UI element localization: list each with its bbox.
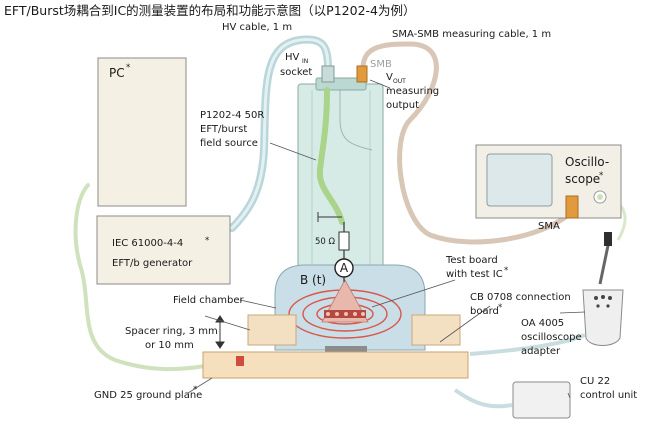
v-out-sub: OUT — [393, 78, 406, 85]
hv-in-sub: IN — [302, 58, 308, 65]
pc-box — [97, 57, 187, 207]
spacer-ring-left — [247, 314, 297, 346]
oscilloscope-label-line1: Oscillo- — [565, 155, 609, 169]
field-chamber-label: Field chamber — [173, 295, 244, 306]
test-board-label-line1: Test board — [445, 255, 498, 266]
resistor-symbol — [338, 231, 350, 251]
adapter-probe — [598, 232, 612, 285]
v-out-label-line2: measuring — [386, 86, 439, 97]
ammeter-label: A — [340, 261, 349, 275]
control-unit-label-line2: control unit — [580, 390, 637, 401]
field-label: B (t) — [300, 273, 326, 287]
sma-connector — [565, 195, 579, 219]
oscilloscope-mark: * — [599, 171, 603, 181]
sma-smb-cable — [360, 41, 575, 245]
adapter-label-line2: oscilloscope — [521, 332, 582, 343]
connection-board-mark: * — [498, 303, 502, 313]
source-label-line3: field source — [200, 138, 258, 149]
pc-mark: * — [126, 63, 130, 73]
ground-symbol — [317, 212, 342, 222]
diagram-title: EFT/Burst场耦合到IC的测量装置的布局和功能示意图（以P1202-4为例… — [4, 3, 416, 18]
control-unit-cable — [453, 388, 513, 409]
adapter-label-line1: OA 4005 — [521, 318, 564, 329]
source-label-line1: P1202-4 50R — [200, 110, 264, 121]
pc-label: PC — [109, 66, 125, 80]
v-out-label-line3: output — [386, 100, 419, 111]
ground-plane-label: GND 25 ground plane — [94, 390, 202, 401]
generator-label-line1: IEC 61000-4-4 — [112, 238, 183, 249]
spacer-ring-right — [411, 314, 461, 346]
ground-plane — [202, 351, 469, 379]
ground-plane-mark: * — [193, 385, 197, 395]
field-source — [297, 77, 384, 275]
oscilloscope-screen — [486, 153, 553, 207]
spacer-dimension-arrow — [215, 315, 225, 349]
spacer-label-line2: or 10 mm — [145, 340, 194, 351]
generator-label-line2: EFT/b generator — [112, 258, 193, 269]
source-label-line2: EFT/burst — [200, 124, 247, 135]
spacer-label-line1: Spacer ring, 3 mm — [125, 326, 218, 337]
sma-smb-cable-label: SMA-SMB measuring cable, 1 m — [392, 29, 551, 40]
leader-lines — [187, 79, 586, 399]
sma-label: SMA — [538, 221, 560, 232]
resistor-label: 50 Ω — [315, 237, 336, 247]
hv-cable-label: HV cable, 1 m — [222, 22, 292, 33]
generator-mark: * — [205, 236, 209, 246]
generator-box — [96, 215, 231, 285]
pc-cable — [73, 183, 207, 372]
connection-board-label-line2: board — [470, 306, 499, 317]
adapter-label-line3: adapter — [521, 346, 561, 357]
hv-in-socket — [321, 65, 335, 83]
test-board-mark: * — [504, 266, 508, 276]
ammeter-symbol — [334, 258, 354, 278]
test-ic — [324, 310, 366, 318]
oscilloscope-label-line2: scope — [565, 172, 600, 186]
control-unit-box — [512, 381, 571, 419]
control-unit-label-line1: CU 22 — [580, 376, 610, 387]
v-out-label: V — [386, 72, 393, 83]
hv-in-label-line2: socket — [280, 67, 312, 78]
oscilloscope-adapter — [582, 289, 624, 346]
adapter-ground-cable — [469, 333, 586, 356]
hv-in-label: HV — [285, 52, 300, 63]
smb-label: SMB — [370, 59, 392, 70]
connection-board-label-line1: CB 0708 connection — [470, 292, 571, 303]
smb-connector — [356, 65, 368, 83]
test-board-label-line2: with test IC — [446, 269, 503, 280]
green-lead — [316, 87, 345, 225]
